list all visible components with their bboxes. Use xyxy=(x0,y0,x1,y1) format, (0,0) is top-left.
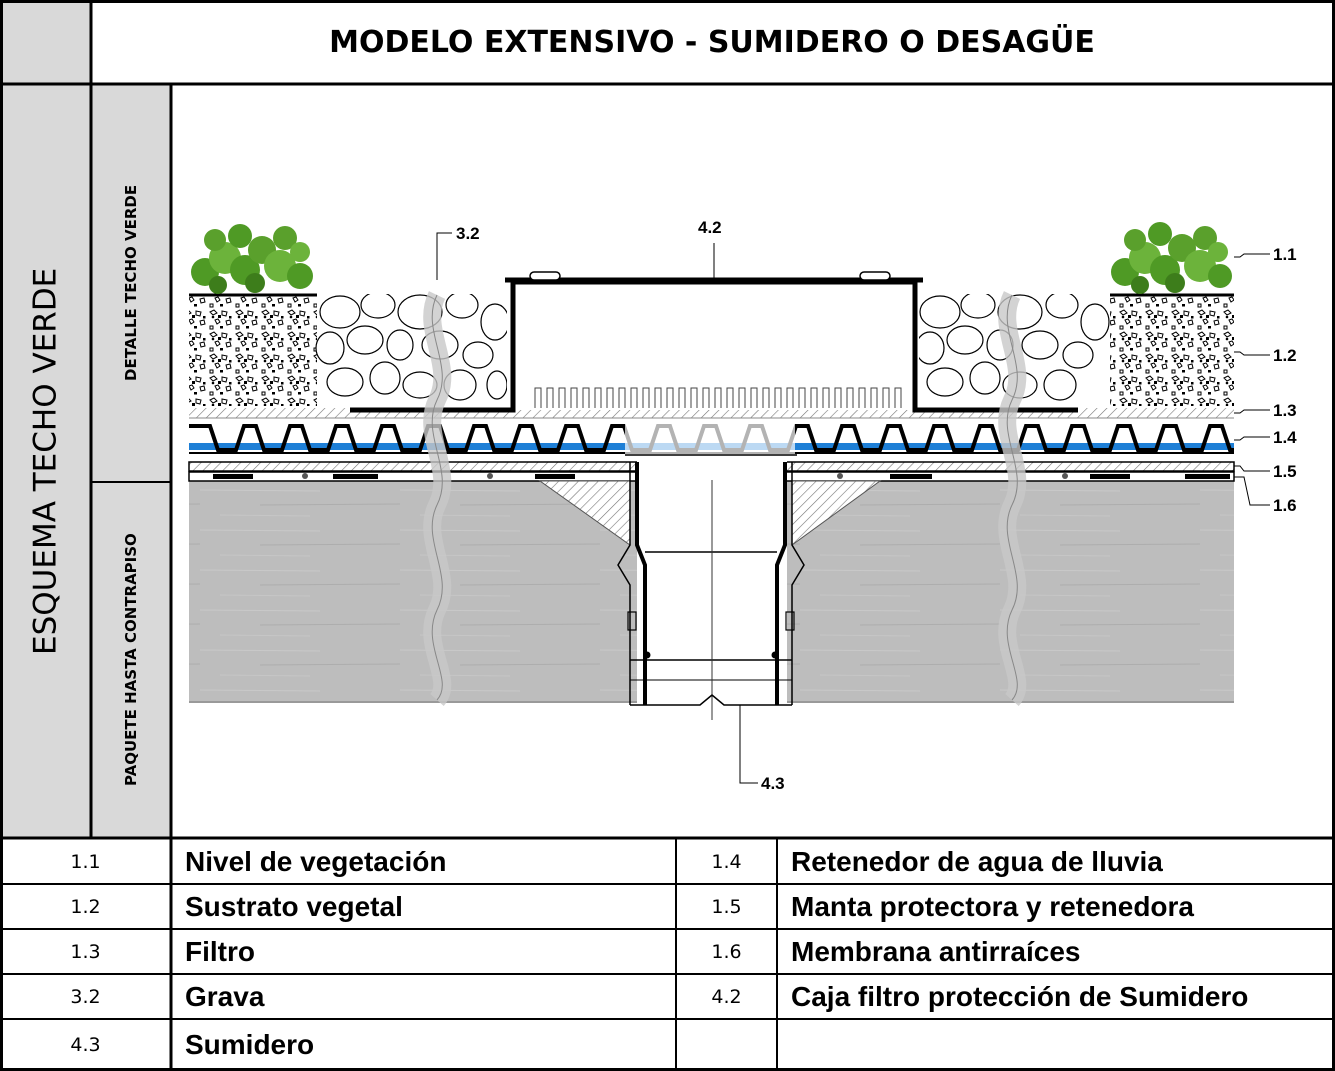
vegetation-left xyxy=(189,224,317,297)
legend-code: 3.2 xyxy=(70,986,101,1008)
legend-code: 4.2 xyxy=(711,986,742,1008)
legend-code xyxy=(676,1020,777,1069)
callout-1-6: 1.6 xyxy=(1273,496,1297,515)
callout-3-2: 3.2 xyxy=(456,224,480,243)
gravel-left xyxy=(315,294,507,401)
callout-4-3: 4.3 xyxy=(761,774,785,793)
page-title: MODELO EXTENSIVO - SUMIDERO O DESAGÜE xyxy=(329,25,1095,60)
callout-4-2: 4.2 xyxy=(698,218,722,237)
gravel-tube-left xyxy=(423,291,452,707)
legend-code: 1.1 xyxy=(70,851,101,873)
green-roof-drain-diagram: 3.2 4.2 4.3 1.1 1.2 1.3 1.4 1.5 1.6 xyxy=(188,218,1297,793)
legend-code: 1.6 xyxy=(711,941,742,963)
gravel-tube-right xyxy=(998,291,1027,707)
legend-desc: Filtro xyxy=(185,936,255,967)
side-lower-label: PAQUETE HASTA CONTRAPISO xyxy=(122,533,140,787)
legend-desc: Nivel de vegetación xyxy=(185,846,447,877)
callout-1-2: 1.2 xyxy=(1273,346,1297,365)
callout-1-1: 1.1 xyxy=(1273,245,1297,264)
drain-pipe xyxy=(617,454,805,720)
vegetation-right xyxy=(1110,222,1234,297)
legend-desc: Sustrato vegetal xyxy=(185,891,403,922)
water-retention-layer xyxy=(189,424,1234,455)
legend-desc xyxy=(777,1020,1333,1069)
legend-code: 1.5 xyxy=(711,896,742,918)
callout-1-4: 1.4 xyxy=(1273,428,1297,447)
legend-code: 1.2 xyxy=(70,896,101,918)
side-upper-label: DETALLE TECHO VERDE xyxy=(122,184,140,382)
corner-cell xyxy=(0,0,91,84)
legend-desc: Membrana antirraíces xyxy=(791,936,1081,967)
callout-1-3: 1.3 xyxy=(1273,401,1297,420)
callout-1-5: 1.5 xyxy=(1273,462,1297,481)
legend-desc: Caja filtro protección de Sumidero xyxy=(791,981,1249,1012)
legend-code: 1.3 xyxy=(70,941,101,963)
substrate-right xyxy=(1110,296,1234,406)
legend-desc: Sumidero xyxy=(185,1028,315,1060)
substrate-left xyxy=(189,296,317,406)
legend-desc: Retenedor de agua de lluvia xyxy=(791,846,1163,877)
legend-desc: Manta protectora y retenedora xyxy=(791,891,1194,922)
legend-code: 1.4 xyxy=(711,851,742,873)
legend-desc: Grava xyxy=(185,981,265,1012)
side-main-label: ESQUEMA TECHO VERDE xyxy=(27,267,64,655)
legend-code: 4.3 xyxy=(70,1033,101,1056)
